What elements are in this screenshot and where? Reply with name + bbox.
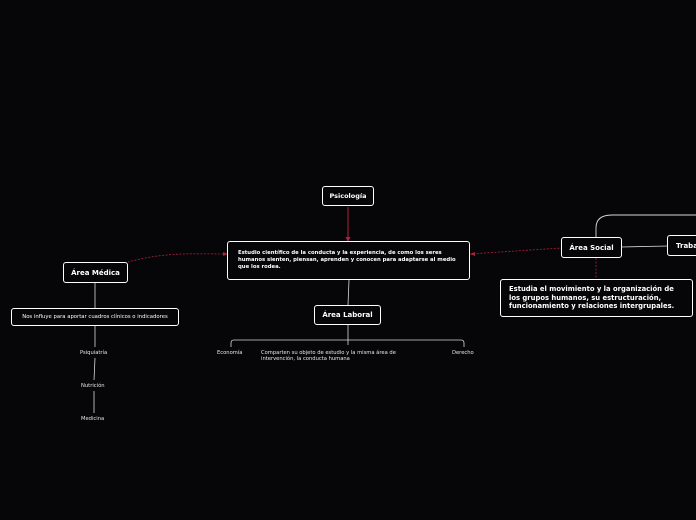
node-trabajo[interactable]: Traba xyxy=(667,235,696,256)
link-psiquiatria-nutricion xyxy=(93,357,96,381)
node-medica-description-text: Nos influye para aportar cuadros clínico… xyxy=(22,314,168,320)
item-derecho[interactable]: Derecho xyxy=(452,350,474,356)
node-psicologia[interactable]: Psicología xyxy=(322,186,374,206)
arrowhead-definicion xyxy=(345,237,351,242)
node-medica-description[interactable]: Nos influye para aportar cuadros clínico… xyxy=(11,308,179,326)
node-definicion-text: Estudio científico de la conducta y la e… xyxy=(238,250,456,270)
node-area-laboral-label: Área Laboral xyxy=(322,311,373,319)
link-social-trabajo xyxy=(620,245,669,248)
item-economia[interactable]: Economía xyxy=(217,350,243,356)
bracket-laboral xyxy=(230,339,465,347)
node-area-medica[interactable]: Área Médica xyxy=(63,262,128,283)
link-definicion-laboral xyxy=(347,279,350,306)
node-social-description-text: Estudia el movimiento y la organización … xyxy=(509,285,675,310)
link-definicion-social xyxy=(469,247,563,255)
item-nutricion[interactable]: Nutrición xyxy=(81,383,105,389)
bracket-social xyxy=(595,214,696,237)
link-definicion-medica xyxy=(127,253,228,263)
item-psiquiatria[interactable]: Psiquiatría xyxy=(80,350,108,356)
node-area-social[interactable]: Área Social xyxy=(561,237,622,258)
arrowhead-medica-link xyxy=(223,252,228,256)
arrowhead-social-link xyxy=(470,252,475,256)
node-area-medica-label: Área Médica xyxy=(71,268,120,277)
node-trabajo-label: Traba xyxy=(676,241,696,250)
node-area-laboral[interactable]: Área Laboral xyxy=(314,305,381,325)
node-definicion[interactable]: Estudio científico de la conducta y la e… xyxy=(227,241,470,280)
node-area-social-label: Área Social xyxy=(569,243,614,252)
node-social-description[interactable]: Estudia el movimiento y la organización … xyxy=(500,279,693,317)
node-psicologia-label: Psicología xyxy=(329,192,367,200)
item-medicina[interactable]: Medicina xyxy=(81,416,105,422)
item-comparten[interactable]: Comparten su objeto de estudio y la mism… xyxy=(261,350,396,362)
